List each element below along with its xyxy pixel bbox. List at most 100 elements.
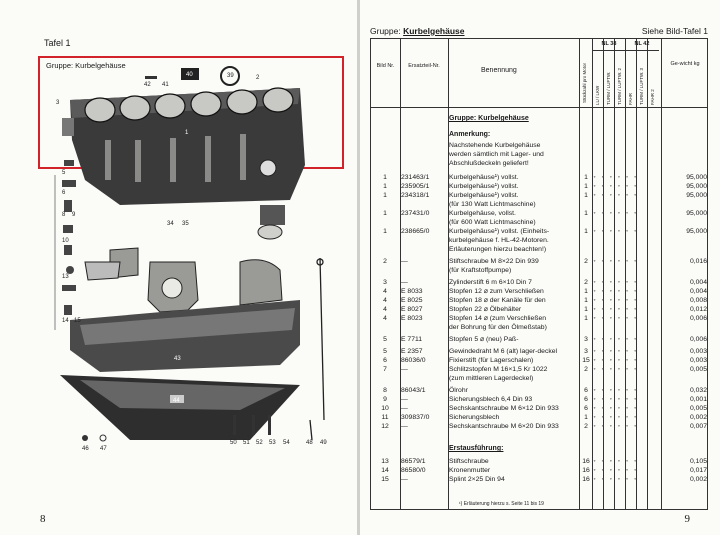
qty-cell: 3 xyxy=(584,336,588,343)
qty-cell: 1 xyxy=(584,174,588,181)
bild-cell: 8 xyxy=(383,387,387,394)
benennung-cell: Sicherungsblech xyxy=(449,414,500,421)
callout: 53 xyxy=(269,440,276,446)
benennung-cell: Stiftschraube M 8×22 Din 939 xyxy=(449,258,539,265)
page-number: 9 xyxy=(684,513,691,525)
qty-cell: 6 xyxy=(584,396,588,403)
availability-marks: ∘∘∘∘∘∘ xyxy=(593,288,642,294)
availability-marks: ∘∘∘∘∘∘ xyxy=(593,279,642,285)
weight-cell: 0,007 xyxy=(689,423,707,430)
callout: 42 xyxy=(144,82,151,88)
benennung-cell: Kurbelgehäuse¹) vollst. xyxy=(449,192,519,199)
weight-cell: 0,002 xyxy=(689,414,707,421)
section-title: Gruppe: Kurbelgehäuse xyxy=(449,115,529,122)
callout: 5 xyxy=(62,170,66,176)
qty-cell: 2 xyxy=(584,366,588,373)
bild-cell: 6 xyxy=(383,357,387,364)
column-header-nl38: NL 38 xyxy=(601,41,617,47)
weight-cell: 0,105 xyxy=(689,458,707,465)
ersatzteil-cell: E 7711 xyxy=(401,336,423,343)
callout: 35 xyxy=(182,221,189,227)
availability-marks: ∘∘∘∘∘∘ xyxy=(593,396,642,402)
ersatzteil-cell: — xyxy=(401,366,408,373)
tafel-label: Tafel 1 xyxy=(44,38,71,48)
qty-cell: 1 xyxy=(584,210,588,217)
benennung-cell: Kurbelgehäuse, vollst. xyxy=(449,210,516,217)
qty-cell: 2 xyxy=(584,279,588,286)
benennung-cell: Erläuterungen hierzu beachten!) xyxy=(449,246,547,253)
qty-cell: 1 xyxy=(584,288,588,295)
weight-cell: 0,004 xyxy=(689,279,707,286)
callout: 54 xyxy=(283,440,290,446)
section2-title: Erstausführung: xyxy=(449,445,504,452)
callout: 46 xyxy=(82,446,89,452)
ersatzteil-cell: 237431/0 xyxy=(401,210,430,217)
left-small-parts xyxy=(62,160,76,315)
ersatzteil-cell: — xyxy=(401,279,408,286)
weight-cell: 0,032 xyxy=(689,387,707,394)
callout: 48 xyxy=(306,440,313,446)
ersatzteil-cell: 238665/0 xyxy=(401,228,430,235)
vehicle-col: TURM / LUFTW. 3 xyxy=(639,68,644,105)
callout: 51 xyxy=(243,440,250,446)
weight-cell: 0,012 xyxy=(689,306,707,313)
weight-cell: 0,005 xyxy=(689,366,707,373)
anmerkung-line: Nachstehende Kurbelgehäuse xyxy=(449,142,541,149)
callout: 10 xyxy=(62,238,69,244)
ersatzteil-cell: 86036/0 xyxy=(401,357,426,364)
callout: 49 xyxy=(320,440,327,446)
weight-cell: 0,003 xyxy=(689,348,707,355)
weight-cell: 0,002 xyxy=(689,476,707,483)
vehicle-col: FAHR xyxy=(628,92,633,105)
ersatzteil-cell: 309837/0 xyxy=(401,414,430,421)
availability-marks: ∘∘∘∘∘∘ xyxy=(593,405,642,411)
crankcase-drawing xyxy=(62,87,305,240)
anmerkung-line: Abschlußdeckeln geliefert! xyxy=(449,160,529,167)
callout: 2 xyxy=(256,75,260,81)
ersatzteil-cell: E 8025 xyxy=(401,297,423,304)
benennung-cell: Schlitzstopfen M 16×1,5 Kr 1022 xyxy=(449,366,548,373)
availability-marks: ∘∘∘∘∘∘ xyxy=(593,336,642,342)
availability-marks: ∘∘∘∘∘∘ xyxy=(593,192,642,198)
vehicle-col: TURM / LUFTW. xyxy=(606,71,611,105)
callout: 14 xyxy=(62,318,69,324)
availability-marks: ∘∘∘∘∘∘ xyxy=(593,348,642,354)
benennung-cell: Stopfen 14 ⌀ (zum Verschließen xyxy=(449,315,547,322)
qty-cell: 1 xyxy=(584,297,588,304)
bild-cell: 5 xyxy=(383,348,387,355)
ersatzteil-cell: — xyxy=(401,423,408,430)
vehicle-col: TURM / LUFTW. 2 xyxy=(617,68,622,105)
callout: 34 xyxy=(167,221,174,227)
ersatzteil-cell: 234318/1 xyxy=(401,192,430,199)
bild-cell: 9 xyxy=(383,396,387,403)
qty-cell: 3 xyxy=(584,348,588,355)
table-row: (für Kraftstoffpumpe) xyxy=(371,266,709,275)
bild-cell: 3 xyxy=(383,279,387,286)
qty-cell: 1 xyxy=(584,414,588,421)
qty-cell: 1 xyxy=(584,315,588,322)
cover-parts xyxy=(84,247,283,313)
ersatzteil-cell: E 8027 xyxy=(401,306,423,313)
weight-cell: 0,008 xyxy=(689,297,707,304)
ersatzteil-cell: — xyxy=(401,396,408,403)
weight-cell: 95,000 xyxy=(686,228,707,235)
benennung-cell: Stopfen 5 ⌀ (neu) Paß- xyxy=(449,336,519,343)
qty-cell: 6 xyxy=(584,387,588,394)
qty-cell: 1 xyxy=(584,228,588,235)
bild-cell: 12 xyxy=(381,423,389,430)
bild-cell: 15 xyxy=(381,476,389,483)
bild-cell: 11 xyxy=(381,414,389,421)
weight-cell: 95,000 xyxy=(686,183,707,190)
group-label: Gruppe: Kurbelgehäuse xyxy=(46,61,126,70)
footnote: ¹) Erläuterung hierzu s. Seite 11 bis 19 xyxy=(459,501,544,507)
ersatzteil-cell: E 8033 xyxy=(401,288,423,295)
